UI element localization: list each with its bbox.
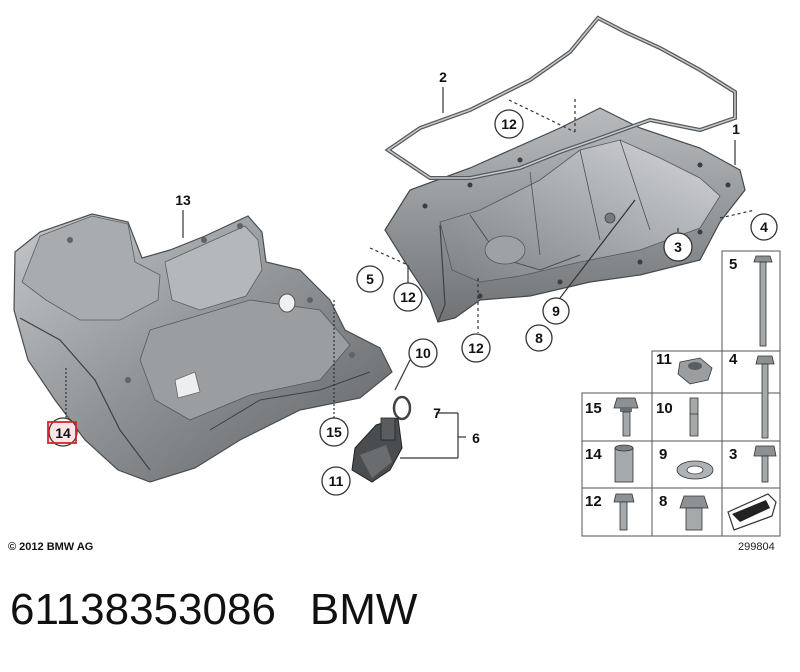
callout-1: 1	[732, 121, 740, 137]
callout-9: 9	[542, 297, 570, 325]
callout-6: 6	[472, 430, 480, 446]
flange-bolt-icon	[613, 397, 639, 437]
copyright-text: © 2012 BMW AG	[8, 541, 94, 553]
table-cell-label: 10	[656, 400, 673, 417]
bolt-12-icon	[613, 493, 635, 531]
callout-label: 9	[552, 303, 560, 319]
long-bolt-icon	[753, 255, 773, 347]
table-cell-label: 11	[656, 351, 672, 368]
brand-name: BMW	[309, 585, 418, 634]
oil-level-sensor	[351, 395, 412, 483]
callout-7: 7	[433, 405, 441, 421]
oil-pan-gasket	[384, 15, 737, 180]
callout-label: 14	[55, 425, 71, 441]
table-cell-label: 8	[659, 493, 667, 510]
drain-plug-icon	[679, 495, 709, 531]
shim-arrow-icon	[727, 493, 777, 531]
callout-label: 11	[329, 473, 344, 489]
diagram-number: 299804	[738, 541, 775, 553]
callout-label: 8	[535, 330, 543, 346]
callout-3: 3	[663, 232, 693, 262]
callout-label: 12	[468, 340, 484, 356]
callout-12-top: 12	[494, 109, 524, 139]
callout-label: 12	[501, 116, 517, 132]
table-cell-label: 15	[585, 400, 602, 417]
callout-2: 2	[439, 69, 447, 85]
table-cell-label: 5	[729, 256, 737, 273]
underbody-shield	[13, 213, 393, 483]
part-number: 61138353086	[10, 585, 276, 634]
callout-15: 15	[319, 417, 349, 447]
callout-14-highlighted[interactable]: 14	[47, 417, 78, 447]
callout-11: 11	[321, 466, 351, 496]
callout-label: 4	[760, 219, 768, 235]
callout-label: 2	[439, 69, 447, 85]
callout-10: 10	[408, 338, 438, 368]
callout-label: 3	[674, 239, 682, 255]
callout-label: 13	[175, 192, 191, 208]
table-cell-label: 3	[729, 446, 737, 463]
table-cell-label: 14	[585, 446, 602, 463]
part-caption: 61138353086 BMW	[10, 585, 417, 635]
callout-12-bottom: 12	[461, 333, 491, 363]
callout-label: 7	[433, 405, 441, 421]
callout-label: 12	[400, 289, 416, 305]
stud-icon	[689, 397, 699, 437]
callout-label: 15	[326, 424, 342, 440]
sleeve-icon	[614, 444, 634, 483]
callout-5: 5	[356, 265, 384, 293]
callout-label: 6	[472, 430, 480, 446]
parts-table: 5 11 4 15 10 14 9 3 12 8	[581, 250, 781, 537]
table-cell-label: 12	[585, 493, 602, 510]
callout-12-left: 12	[393, 282, 423, 312]
callouts: 13 2 1 7 6 12 4 3 5	[47, 69, 778, 496]
callout-label: 1	[732, 121, 740, 137]
bolt-4-icon	[755, 355, 775, 439]
bolt-3-icon	[753, 445, 777, 483]
table-cell-label: 9	[659, 446, 667, 463]
leader-lines	[65, 87, 756, 459]
table-cell-label: 4	[729, 351, 738, 368]
hex-nut-icon	[677, 357, 713, 385]
oil-pan	[384, 107, 746, 323]
washer-icon	[676, 460, 714, 480]
callout-8: 8	[525, 324, 553, 352]
callout-4: 4	[750, 213, 778, 241]
callout-label: 10	[415, 345, 431, 361]
callout-13: 13	[175, 192, 191, 208]
callout-label: 5	[366, 271, 374, 287]
